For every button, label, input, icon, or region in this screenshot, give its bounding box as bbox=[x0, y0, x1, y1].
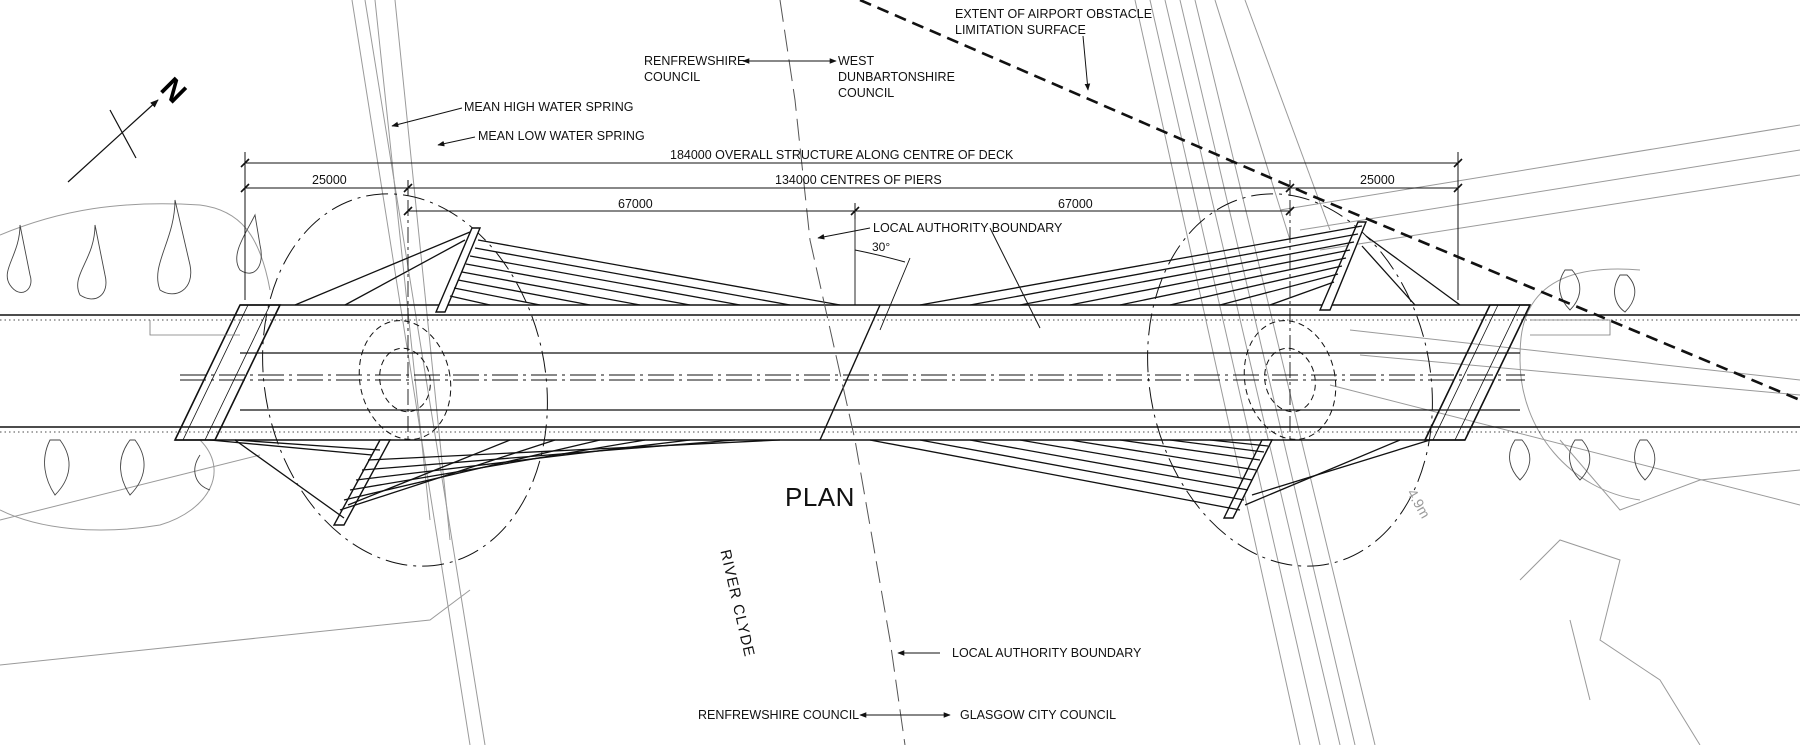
right-span-dimension-label: 67000 bbox=[1058, 197, 1093, 211]
pier-footings bbox=[358, 320, 1337, 440]
overall-dimension-label: 184000 OVERALL STRUCTURE ALONG CENTRE OF… bbox=[670, 148, 1014, 162]
council-top-right-label: WEST DUNBARTONSHIRE COUNCIL bbox=[838, 54, 955, 100]
plan-title: PLAN bbox=[785, 482, 855, 512]
council-top-left-label: RENFREWSHIRE COUNCIL bbox=[644, 54, 746, 84]
piers-dimension-label: 134000 CENTRES OF PIERS bbox=[775, 173, 942, 187]
left-span-dimension-label: 67000 bbox=[618, 197, 653, 211]
airport-obstacle-surface bbox=[859, 0, 1800, 402]
left-end-dimension-label: 25000 bbox=[312, 173, 347, 187]
authority-boundary-top-label: LOCAL AUTHORITY BOUNDARY bbox=[873, 221, 1063, 235]
pier-exclusion-zones bbox=[262, 193, 1433, 567]
council-bottom-left-label: RENFREWSHIRE COUNCIL bbox=[698, 708, 860, 722]
authority-boundary-bottom-label: LOCAL AUTHORITY BOUNDARY bbox=[952, 646, 1142, 660]
angle-arc bbox=[854, 249, 906, 263]
right-end-dimension-label: 25000 bbox=[1360, 173, 1395, 187]
leaders bbox=[391, 35, 1091, 718]
mean-high-water-label: MEAN HIGH WATER SPRING bbox=[464, 100, 634, 114]
airport-surface-label: EXTENT OF AIRPORT OBSTACLE LIMITATION SU… bbox=[955, 7, 1153, 37]
deck bbox=[0, 304, 1800, 441]
authority-boundary bbox=[779, 0, 906, 745]
angle-label: 30° bbox=[872, 240, 891, 254]
dimension-ticks bbox=[240, 158, 1463, 216]
dimension-lines bbox=[244, 152, 1459, 300]
mean-low-water-label: MEAN LOW WATER SPRING bbox=[478, 129, 645, 143]
north-arrow-icon bbox=[67, 99, 159, 183]
stay-cables bbox=[209, 225, 1461, 519]
council-bottom-right-label: GLASGOW CITY COUNCIL bbox=[960, 708, 1117, 722]
trees bbox=[6, 199, 1656, 496]
